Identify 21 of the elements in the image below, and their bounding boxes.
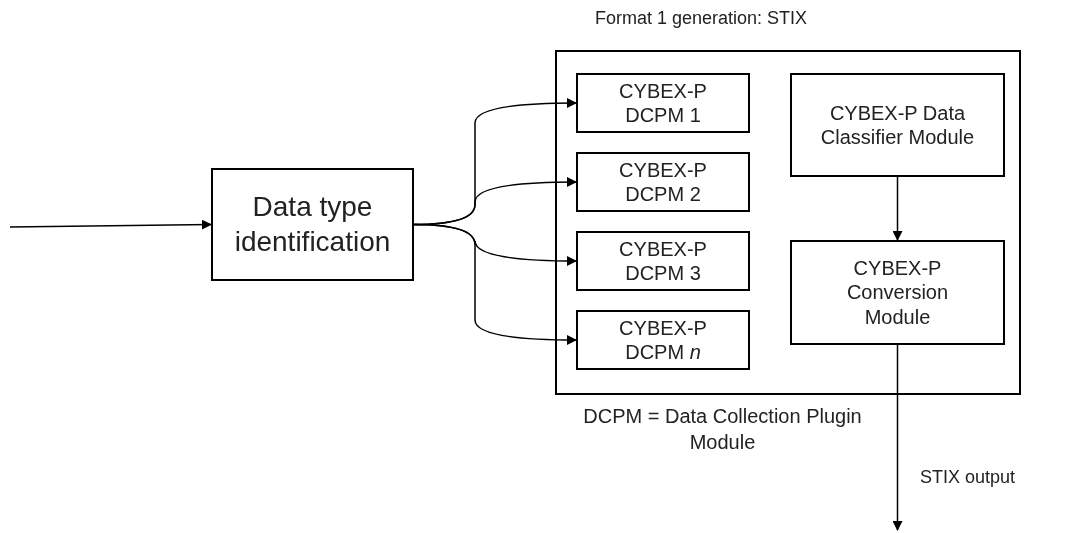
module-label: CYBEX-P Data Classifier Module — [819, 100, 976, 150]
module-label: CYBEX-P DCPM 2 — [618, 157, 708, 207]
arrow — [413, 223, 577, 345]
module-box — [790, 240, 1005, 345]
arrow — [892, 176, 903, 241]
arrow — [9, 219, 212, 230]
module-label: CYBEX-P DCPM 3 — [618, 236, 708, 286]
module-label: Data type identification — [233, 190, 392, 259]
module-label: CYBEX-P Conversion Module — [845, 255, 950, 330]
module-box — [576, 73, 750, 133]
module-box — [790, 73, 1005, 177]
module-label: CYBEX-P DCPM 1 — [618, 78, 708, 128]
process-box — [211, 168, 414, 281]
module-box — [576, 152, 750, 212]
container-title: Format 1 generation: STIX — [595, 8, 808, 29]
arrow — [892, 344, 903, 531]
module-box — [576, 310, 750, 370]
module-box — [576, 231, 750, 291]
note-text: DCPM = Data Collection Plugin Module — [582, 404, 863, 455]
edge-label: STIX output — [920, 467, 1016, 488]
module-label: CYBEX-P DCPM n — [618, 315, 708, 365]
